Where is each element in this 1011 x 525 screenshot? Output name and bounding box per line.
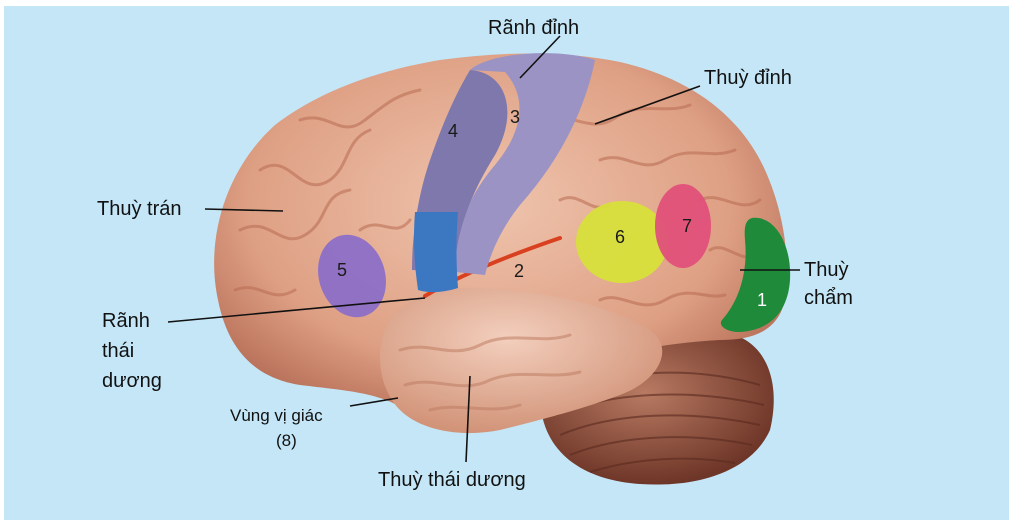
- label-vung-vi-giac-line1: Vùng vị giác: [230, 405, 323, 427]
- label-vung-vi-giac-line2: (8): [276, 430, 297, 452]
- label-thuy-tran: Thuỳ trán: [97, 197, 181, 221]
- label-ranh-thai-duong-line2: thái: [102, 339, 134, 363]
- area-number-6: 6: [615, 227, 625, 247]
- label-ranh-thai-duong-line1: Rãnh: [102, 309, 150, 333]
- label-ranh-thai-duong-line3: dương: [102, 369, 162, 393]
- label-thuy-thai-duong: Thuỳ thái dương: [378, 468, 526, 492]
- label-thuy-cham-line1: Thuỳ: [804, 258, 848, 282]
- area-number-4: 4: [448, 121, 458, 141]
- label-thuy-cham-line2: chẩm: [804, 286, 853, 310]
- label-thuy-dinh: Thuỳ đỉnh: [704, 66, 792, 90]
- area-number-2: 2: [514, 261, 524, 281]
- motor-blue-strip: [414, 212, 458, 292]
- area-number-1: 1: [757, 290, 767, 310]
- area-number-7: 7: [682, 216, 692, 236]
- area-number-3: 3: [510, 107, 520, 127]
- label-ranh-dinh: Rãnh đỉnh: [488, 16, 579, 40]
- area-number-5: 5: [337, 260, 347, 280]
